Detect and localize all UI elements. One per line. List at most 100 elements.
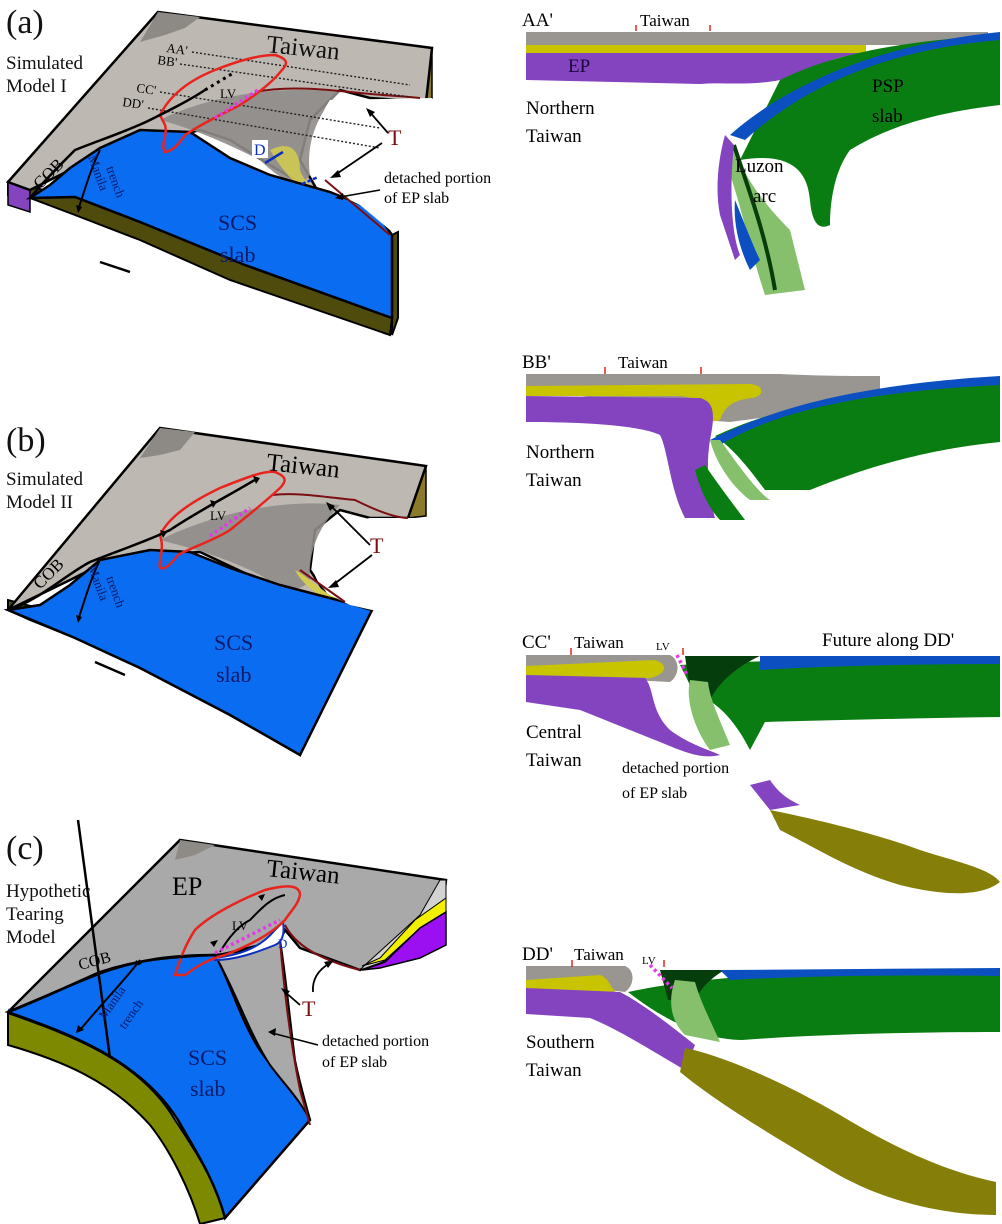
profile-line-cc — [159, 91, 381, 129]
label-t: T — [370, 533, 384, 558]
label-luzon: Luzon — [735, 156, 784, 177]
section-bb: BB' Taiwan Northern Taiwan — [522, 352, 1000, 520]
thrust-dots — [204, 70, 236, 92]
section-taiwan: Taiwan — [640, 11, 690, 30]
model-label-line: Model I — [6, 76, 67, 97]
label-psp: PSP — [872, 76, 904, 97]
scs-slab-surface — [25, 128, 394, 320]
shear-arrow — [76, 819, 112, 1059]
slab-olive-lower — [770, 810, 1000, 894]
tear-line-lower — [324, 179, 391, 236]
t-arrow-lower — [334, 142, 383, 176]
lv-line — [208, 506, 252, 538]
section-taiwan: Taiwan — [574, 945, 624, 964]
t-arrowhead-upper — [366, 108, 375, 117]
label-dd: DD' — [122, 94, 145, 112]
panel-b-letter: (b) — [6, 422, 46, 459]
section-title: AA' — [522, 10, 553, 31]
trench-tooth — [76, 615, 82, 623]
ep-layer-purple — [361, 910, 447, 971]
detached-arrowhead — [268, 1028, 276, 1036]
t-arrowhead-lower — [328, 580, 339, 588]
section-aa: AA' Taiwan EP Northern Taiwan PSP slab L… — [522, 10, 1000, 295]
tear-line-upper — [284, 924, 361, 971]
label-scs: SCS — [218, 210, 257, 235]
t-arrowhead-lower — [330, 170, 341, 178]
section-title: BB' — [522, 352, 551, 373]
manila-trench-line — [79, 959, 141, 1031]
label-scs: SCS — [188, 1045, 227, 1070]
tear-line-lower — [299, 569, 346, 603]
thrust-tooth — [258, 894, 265, 901]
blue-top-layer — [710, 376, 1000, 445]
luzon-arc — [671, 980, 720, 1042]
section-detached-1: detached portion — [622, 760, 729, 777]
tear-line — [271, 493, 409, 519]
label-slab: slab — [190, 1076, 225, 1101]
cob-line — [7, 953, 216, 1014]
yellow-debris — [270, 146, 375, 215]
thrust-tooth — [210, 500, 217, 508]
section-cc: CC' Taiwan LV Future along DD' Central T… — [522, 630, 1000, 894]
tear-line — [279, 939, 311, 1126]
t-arrowhead-right — [324, 960, 334, 968]
layer-purple-ep — [526, 396, 715, 518]
model-label-line: Tearing — [6, 904, 64, 925]
cob-line — [7, 476, 259, 612]
tear-gap — [313, 98, 432, 232]
section-taiwan: Taiwan — [574, 633, 624, 652]
label-lv: LV — [220, 86, 237, 101]
psp-slab — [680, 658, 1000, 750]
label-slab: slab — [220, 242, 255, 267]
panel-a-block-diagram: Taiwan AA' BB' CC' DD' LV COB Manila tre… — [5, 10, 491, 337]
label-t: T — [302, 996, 316, 1021]
label-psp-slab: slab — [872, 106, 903, 127]
psp-slab — [740, 35, 1000, 227]
taiwan-outline — [158, 470, 286, 570]
model-label-line: Model II — [6, 492, 74, 513]
section-lv: LV — [642, 955, 656, 967]
label-d: D — [278, 936, 287, 951]
layer-yellow — [526, 975, 620, 995]
detached-arrow — [339, 189, 381, 198]
detached-arrow — [271, 1032, 319, 1046]
panel-c-letter: (c) — [6, 830, 44, 867]
section-future: Future along DD' — [822, 630, 954, 651]
luzon-arc — [710, 440, 770, 500]
model-label-line: Simulated — [6, 53, 84, 74]
section-detached-2: of EP slab — [622, 785, 687, 802]
thrust-tooth — [160, 530, 167, 538]
tear-gap — [313, 518, 440, 610]
section-region-2: Taiwan — [526, 1060, 582, 1081]
slab-purple-lower — [750, 780, 800, 810]
taiwan-outline — [158, 53, 288, 154]
label-t: T — [388, 125, 402, 150]
label-d: D — [254, 142, 266, 159]
section-title: CC' — [522, 632, 551, 653]
label-detached-2: of EP slab — [322, 1054, 387, 1071]
profile-line-bb — [179, 63, 411, 98]
section-lv: LV — [656, 641, 670, 653]
label-slab: slab — [216, 662, 251, 687]
profile-line-dd — [147, 107, 381, 149]
label-scs: SCS — [214, 630, 253, 655]
layer-yellow — [526, 660, 665, 678]
t-arrowhead-upper — [326, 502, 335, 511]
psp-slab — [715, 384, 1000, 490]
t-arrow-lower — [332, 554, 373, 586]
darker-corner — [140, 428, 195, 458]
manila-trench-line — [77, 149, 101, 211]
panel-a-letter: (a) — [6, 4, 44, 41]
layer-gray-crust — [526, 32, 988, 45]
yellow-debris — [295, 570, 345, 602]
thrust-tooth — [253, 476, 260, 484]
model-label-line: Simulated — [6, 469, 84, 490]
label-cc: CC' — [136, 80, 158, 98]
profile-line-aa — [191, 51, 411, 86]
darker-corner — [140, 12, 200, 42]
trench-tooth — [76, 205, 82, 213]
shear-arrow — [99, 260, 131, 274]
thrust-tooth — [210, 940, 218, 947]
section-dd: DD' Taiwan LV Southern Taiwan — [522, 944, 1000, 1215]
t-arrow-upper — [329, 504, 371, 546]
